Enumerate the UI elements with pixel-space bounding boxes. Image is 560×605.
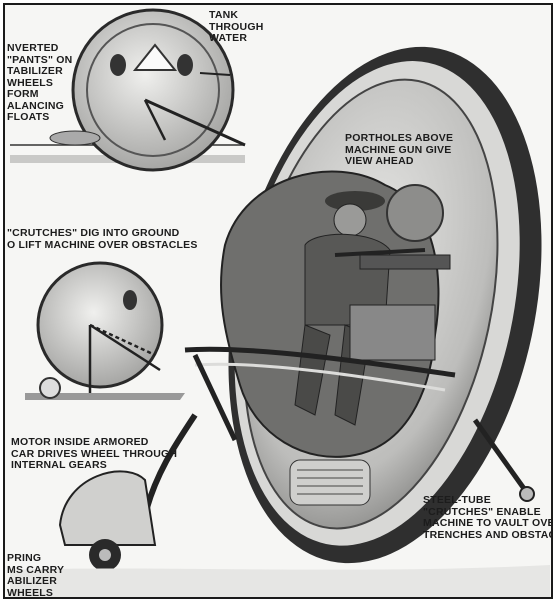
motor-grille [289, 459, 371, 506]
caption-motor: MOTOR INSIDE ARMORED CAR DRIVES WHEEL TH… [11, 436, 178, 471]
illustration-frame: TANK THROUGH WATER NVERTED "PANTS" ON TA… [3, 3, 553, 599]
caption-steel-tube: STEEL-TUBE "CRUTCHES" ENABLE MACHINE TO … [423, 494, 551, 541]
caption-tank-through-water: TANK THROUGH WATER [209, 9, 264, 44]
caption-crutches-dig: "CRUTCHES" DIG INTO GROUND O LIFT MACHIN… [7, 227, 198, 251]
stabilizer-wheel [58, 413, 198, 571]
right-crutch [472, 418, 535, 502]
caption-portholes: PORTHOLES ABOVE MACHINE GUN GIVE VIEW AH… [345, 132, 454, 167]
caption-spring-arms: PRING MS CARRY ABILIZER WHEELS [7, 552, 65, 599]
floating-wheel-inset [10, 8, 246, 172]
crutches-wheel-inset [25, 261, 185, 400]
monowheel-tank-illustration [10, 8, 550, 597]
caption-inverted-pants: NVERTED "PANTS" ON TABILIZER WHEELS FORM… [7, 42, 73, 123]
main-monowheel [184, 46, 542, 564]
